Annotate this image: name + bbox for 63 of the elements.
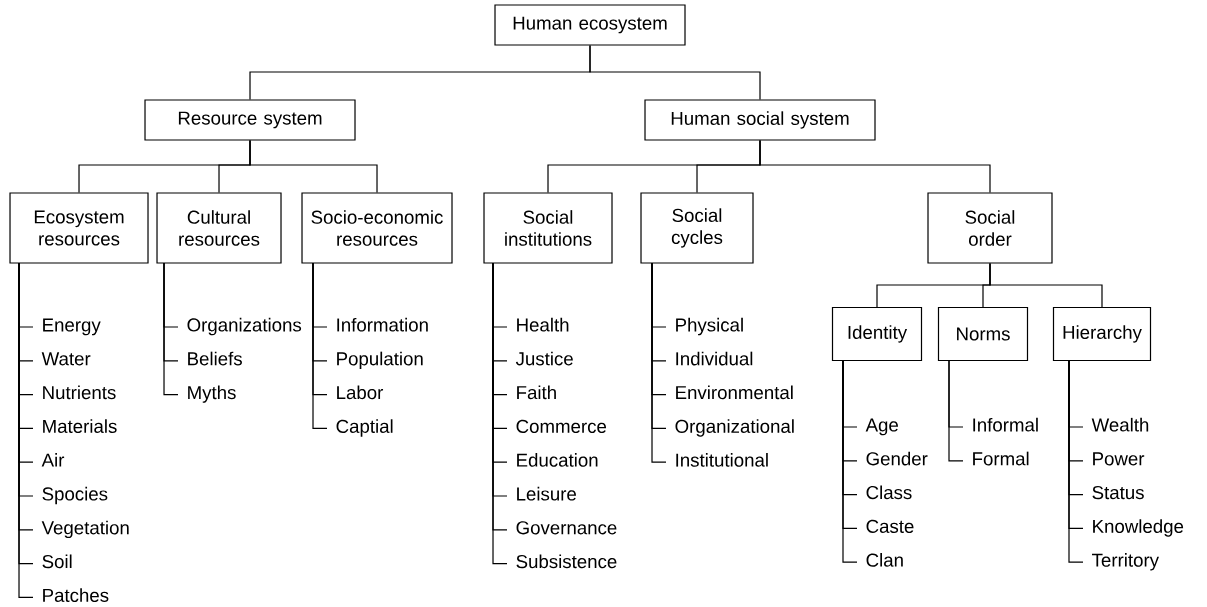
item-label: Faith (517, 385, 556, 400)
category-box: Norms (937, 306, 1029, 362)
item-label: Power (1093, 452, 1145, 466)
item-label: Gender (866, 451, 928, 466)
item-label: Education (517, 453, 598, 467)
item-label: Water (41, 352, 91, 366)
tree-connector (989, 263, 1103, 308)
item-label: Information (337, 317, 428, 332)
category-box: Social order (927, 192, 1053, 264)
list-connector (163, 262, 179, 396)
category-box: Social cycles (640, 192, 754, 264)
item-label: Caste (866, 519, 914, 533)
item-label: Informal (973, 417, 1038, 432)
category-box: Cultural resources (156, 192, 282, 264)
item-label: Institutional (676, 453, 768, 467)
list-connector (842, 359, 858, 563)
item-label: Beliefs (188, 351, 242, 366)
item-label: Subsistence (516, 554, 617, 569)
category-box: Socio-economic resources (301, 192, 453, 264)
item-label: Knowledge (1093, 519, 1184, 537)
item-label: Individual (676, 351, 753, 366)
item-label: Age (865, 418, 898, 436)
item-label: Patches (43, 588, 109, 602)
item-label: Justice (515, 351, 573, 366)
category-box: Resource system (144, 99, 356, 141)
item-label: Labor (337, 385, 384, 400)
item-label: Environmental (676, 385, 793, 400)
category-box: Identity (831, 306, 923, 362)
category-box: Ecosystem resources (9, 192, 149, 264)
item-label: Status (1092, 485, 1144, 500)
item-label: Materials (43, 419, 117, 433)
category-box: Human ecosystem (494, 4, 686, 46)
item-label: Spocies (42, 486, 108, 505)
item-label: Captial (336, 419, 393, 437)
item-label: Leisure (517, 486, 576, 501)
item-label: Organizational (675, 419, 794, 437)
item-label: Governance (516, 521, 617, 535)
item-label: Formal (973, 451, 1029, 466)
item-label: Class (866, 485, 912, 500)
tree-connector (589, 45, 761, 100)
tree-connector (249, 140, 378, 193)
item-label: Soil (42, 554, 72, 569)
item-label: Commerce (516, 419, 607, 433)
list-connector (1068, 359, 1084, 563)
item-label: Clan (866, 553, 903, 567)
item-label: Health (517, 317, 569, 332)
item-label: Air (41, 453, 65, 467)
item-label: Energy (43, 318, 101, 336)
list-connector (948, 359, 964, 462)
item-label: Territory (1092, 553, 1159, 571)
list-connector (312, 262, 328, 429)
item-label: Myths (188, 385, 236, 403)
tree-connector (759, 140, 991, 193)
category-box: Human social system (644, 99, 876, 141)
list-connector (651, 262, 667, 463)
item-label: Physical (676, 317, 743, 336)
item-label: Nutrients (43, 385, 116, 400)
category-box: Hierarchy (1052, 306, 1152, 362)
item-label: Organizations (187, 317, 302, 336)
item-label: Vegetation (41, 520, 129, 539)
category-box: Social institutions (483, 192, 613, 264)
item-label: Population (337, 351, 423, 370)
item-label: Wealth (1091, 417, 1149, 432)
